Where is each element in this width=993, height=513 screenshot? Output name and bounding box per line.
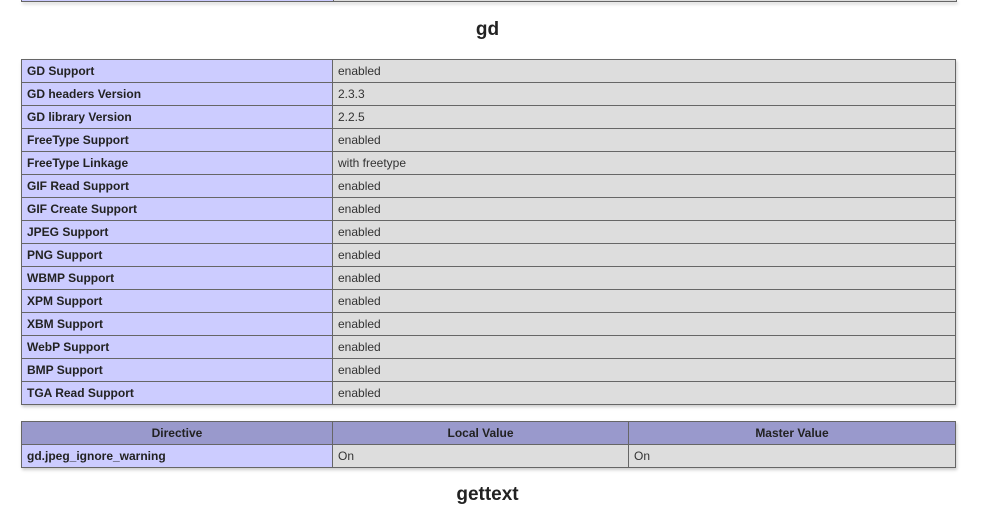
directive-name: gd.jpeg_ignore_warning xyxy=(21,444,333,468)
row-value: 2.3.3 xyxy=(332,82,956,106)
row-value: enabled xyxy=(332,358,956,382)
row-value: enabled xyxy=(332,174,956,198)
column-header-local-value: Local Value xyxy=(332,421,629,445)
directive-master-value: On xyxy=(628,444,956,468)
row-value: enabled xyxy=(332,128,956,152)
row-value: enabled xyxy=(332,335,956,359)
row-key: GD Support xyxy=(21,59,333,83)
row-value: enabled xyxy=(332,197,956,221)
gd-directives-table: Directive Local Value Master Value gd.jp… xyxy=(21,421,956,468)
row-key: GIF Read Support xyxy=(21,174,333,198)
row-value: enabled xyxy=(332,289,956,313)
row-key: FreeType Support xyxy=(21,128,333,152)
section-title-gettext: gettext xyxy=(456,484,519,505)
directive-local-value: On xyxy=(332,444,629,468)
row-value: enabled xyxy=(332,381,956,405)
row-value: enabled xyxy=(332,220,956,244)
row-key: PNG Support xyxy=(21,243,333,267)
row-value: enabled xyxy=(332,59,956,83)
row-key: GD headers Version xyxy=(21,82,333,106)
table-header-row: Directive Local Value Master Value xyxy=(21,421,956,445)
row-key: XPM Support xyxy=(21,289,333,313)
row-key: TGA Read Support xyxy=(21,381,333,405)
table-row: gd.jpeg_ignore_warning On On xyxy=(21,444,956,468)
row-key: JPEG Support xyxy=(21,220,333,244)
row-key: FreeType Linkage xyxy=(21,151,333,175)
row-key: BMP Support xyxy=(21,358,333,382)
row-key: XBM Support xyxy=(21,312,333,336)
previous-table-value-cell xyxy=(334,0,956,1)
row-value: 2.2.5 xyxy=(332,105,956,129)
column-header-master-value: Master Value xyxy=(628,421,956,445)
column-header-directive: Directive xyxy=(21,421,333,445)
previous-table-remnant xyxy=(21,0,957,2)
row-value: enabled xyxy=(332,312,956,336)
row-value: with freetype xyxy=(332,151,956,175)
previous-table-key-cell xyxy=(22,0,334,1)
row-key: WBMP Support xyxy=(21,266,333,290)
row-value: enabled xyxy=(332,243,956,267)
row-key: GD library Version xyxy=(21,105,333,129)
row-key: GIF Create Support xyxy=(21,197,333,221)
section-title-gd: gd xyxy=(475,19,500,40)
row-value: enabled xyxy=(332,266,956,290)
row-key: WebP Support xyxy=(21,335,333,359)
